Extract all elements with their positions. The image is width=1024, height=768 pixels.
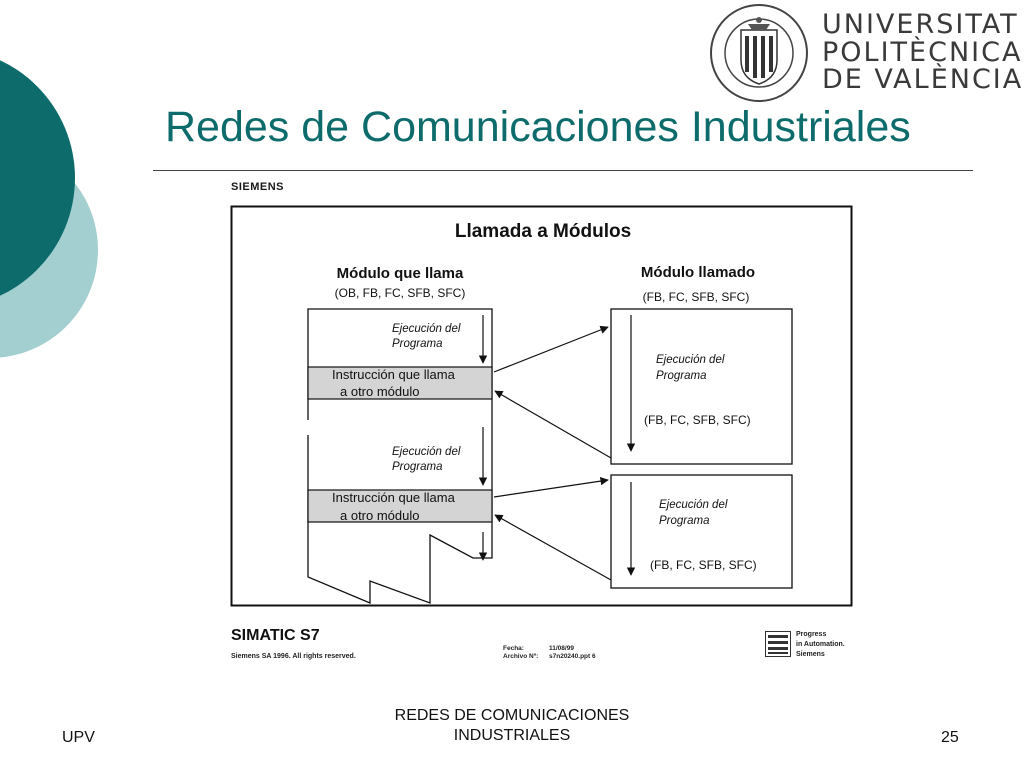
fecha-value: 11/08/99: [549, 645, 574, 652]
caller-exec-text-2-line2: Programa: [392, 461, 443, 473]
called-types: (FB, FC, SFB, SFC): [643, 290, 750, 304]
called-module-box-1: [610, 308, 793, 465]
footer-course-line-2: INDUSTRIALES: [453, 727, 571, 744]
caller-instruction-box-1: [307, 366, 493, 400]
caller-instruction-1-line2: a otro módulo: [340, 384, 420, 399]
product-name: SIMATIC S7: [231, 627, 320, 644]
caller-instruction-2-line2: a otro módulo: [340, 508, 420, 523]
caller-instruction-box-2: [307, 489, 493, 523]
called-exec-text-2-line2: Programa: [659, 515, 710, 527]
copyright-notice: Siemens SA 1996. All rights reserved.: [231, 653, 356, 660]
call-arrow-2: [493, 476, 609, 498]
fecha-label: Fecha:: [503, 645, 524, 652]
caller-exec-text-1-line2: Programa: [392, 338, 443, 350]
footer-institution: UPV: [62, 729, 95, 746]
page-number: 25: [941, 729, 959, 746]
caller-exec-text-2-line1: Ejecución del: [392, 446, 461, 458]
university-name-line-2: POLITÈCNICA: [822, 37, 1023, 68]
university-name-line-1: UNIVERSITAT: [822, 9, 1019, 40]
progress-line-1: Progress: [796, 631, 827, 638]
title-divider: [153, 170, 973, 171]
caller-exec-text-1-line1: Ejecución del: [392, 323, 461, 335]
university-seal-logo: [710, 4, 808, 102]
called-inner-types-2: (FB, FC, SFB, SFC): [650, 558, 757, 572]
archivo-label: Archivo Nº:: [503, 653, 539, 660]
progress-line-2: in Automation.: [796, 641, 845, 648]
caller-instruction-2-line1: Instrucción que llama: [332, 490, 456, 505]
caller-types: (OB, FB, FC, SFB, SFC): [335, 286, 466, 300]
return-arrow-1: [494, 390, 612, 459]
called-exec-text-2-line1: Ejecución del: [659, 499, 728, 511]
called-inner-types-1: (FB, FC, SFB, SFC): [644, 413, 751, 427]
called-exec-text-1-line2: Programa: [656, 370, 707, 382]
module-call-diagram: Llamada a Módulos Módulo que llama (OB, …: [230, 205, 853, 607]
progress-automation-icon: [765, 631, 791, 657]
caller-instruction-1-line1: Instrucción que llama: [332, 367, 456, 382]
footer-course-line-1: REDES DE COMUNICACIONES: [394, 707, 630, 724]
siemens-brand: SIEMENS: [231, 181, 285, 193]
university-name-line-3: DE VALÈNCIA: [822, 64, 1024, 95]
called-title: Módulo llamado: [641, 264, 755, 281]
progress-line-3: Siemens: [796, 651, 825, 658]
called-module-box-2: [610, 474, 793, 589]
return-arrow-2: [494, 514, 612, 581]
slide-title: Redes de Comunicaciones Industriales: [165, 103, 911, 151]
caller-title: Módulo que llama: [337, 265, 464, 282]
decorative-circles: [0, 60, 98, 358]
dark-teal-circle: [0, 60, 75, 296]
called-exec-text-1-line1: Ejecución del: [656, 354, 725, 366]
archivo-value: s7n20240.ppt 6: [549, 653, 596, 660]
call-arrow-1: [493, 325, 609, 373]
diagram-heading: Llamada a Módulos: [455, 221, 631, 242]
footer-course-title: REDES DE COMUNICACIONES INDUSTRIALES: [362, 706, 662, 746]
